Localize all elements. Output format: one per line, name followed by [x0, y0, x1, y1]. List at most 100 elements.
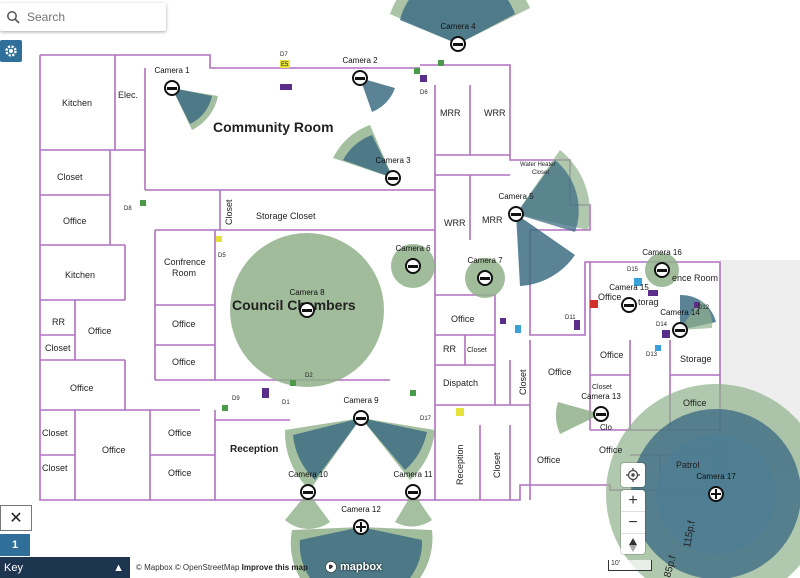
room-office-6: Office [172, 357, 195, 367]
camera-1-label: Camera 1 [154, 66, 190, 75]
room-storage: Storage [680, 354, 712, 364]
room-elec: Elec. [118, 90, 138, 100]
locate-button[interactable] [621, 463, 645, 487]
camera-3-icon[interactable] [385, 170, 401, 186]
room-water-heater: Water Heater [520, 162, 555, 168]
camera-14-icon[interactable] [672, 322, 688, 338]
locate-icon [626, 468, 640, 482]
room-conference-right: ence Room [672, 273, 718, 283]
marker-d9: D9 [232, 396, 240, 402]
marker-d8: D8 [124, 206, 132, 212]
key-label: Key [4, 561, 23, 574]
zoom-in-button[interactable]: + [621, 490, 645, 512]
search-icon [7, 11, 20, 24]
camera-5-icon[interactable] [508, 206, 524, 222]
room-office-7: Office [168, 428, 191, 438]
room-closet-3: Closet [42, 428, 68, 438]
room-mrr-2: MRR [482, 215, 503, 225]
camera-10-icon[interactable] [300, 484, 316, 500]
osm-attribution-link[interactable]: © OpenStreetMap [174, 563, 240, 572]
camera-16-icon[interactable] [654, 262, 670, 278]
room-office-14: Office [683, 398, 706, 408]
marker-d14: D14 [656, 322, 668, 328]
room-reception: Reception [230, 444, 278, 455]
room-closet-6: Closet [518, 369, 528, 395]
compass-icon [629, 537, 637, 552]
marker-d1: D1 [282, 400, 290, 406]
room-closet-5: Closet [467, 347, 487, 354]
camera-6-icon[interactable] [405, 258, 421, 274]
camera-9-label: Camera 9 [343, 396, 379, 405]
chevron-up-icon: ▲ [113, 561, 124, 574]
camera-11-icon[interactable] [405, 484, 421, 500]
camera-13-coverage [555, 402, 601, 434]
marker-d6: D6 [420, 90, 428, 96]
room-office-5: Office [172, 319, 195, 329]
compass-button[interactable] [621, 534, 645, 555]
camera-2-label: Camera 2 [342, 56, 378, 65]
device-markers [140, 60, 700, 416]
camera-12-label: Camera 12 [341, 505, 381, 514]
room-dispatch: Dispatch [443, 378, 478, 388]
gear-icon [5, 45, 17, 57]
mapbox-logo[interactable]: mapbox [325, 561, 382, 573]
room-office-15: Office [598, 292, 621, 302]
zoom-out-button[interactable]: − [621, 512, 645, 534]
room-wrr-2: WRR [444, 218, 466, 228]
marker-d17: D17 [420, 416, 432, 422]
key-panel-toggle[interactable]: Key ▲ [0, 557, 130, 578]
room-closet-8: Closet [592, 384, 612, 391]
mapbox-logo-text: mapbox [340, 561, 383, 573]
room-office-3: Office [70, 383, 93, 393]
camera-11-label: Camera 11 [393, 470, 433, 479]
map-attribution: © Mapbox © OpenStreetMap Improve this ma… [136, 563, 308, 572]
settings-button[interactable] [0, 40, 22, 62]
mapbox-logo-icon [325, 561, 337, 573]
search-box[interactable] [0, 3, 166, 31]
room-reception-2: Reception [455, 444, 465, 485]
room-community: Community Room [213, 119, 334, 135]
marker-d11: D11 [565, 315, 576, 321]
room-closet: Closet [57, 172, 83, 182]
camera-4-icon[interactable] [450, 36, 466, 52]
marker-d12: D12 [698, 305, 710, 311]
camera-4-label: Camera 4 [440, 22, 476, 31]
scale-label: 10' [611, 560, 621, 567]
camera-7-icon[interactable] [477, 270, 493, 286]
camera-14-label: Camera 14 [660, 308, 700, 317]
room-kitchen: Kitchen [62, 98, 92, 108]
room-closet-4: Closet [42, 463, 68, 473]
marker-d5: D5 [218, 253, 226, 259]
marker-d13: D13 [646, 352, 658, 358]
camera-9-icon[interactable] [353, 410, 369, 426]
camera-15-icon[interactable] [621, 297, 637, 313]
room-rr: RR [52, 317, 65, 327]
camera-7-label: Camera 7 [467, 256, 503, 265]
room-closet-2: Closet [45, 343, 71, 353]
camera-13-icon[interactable] [593, 406, 609, 422]
room-office-10: Office [548, 367, 571, 377]
mapbox-attribution-link[interactable]: © Mapbox [136, 563, 173, 572]
page-button[interactable]: 1 [0, 534, 30, 556]
room-mrr: MRR [440, 108, 461, 118]
room-storage-closet: Storage Closet [256, 211, 316, 221]
camera-17-icon[interactable] [708, 486, 724, 502]
camera-15-label: Camera 15 [609, 283, 649, 292]
camera-1-icon[interactable] [164, 80, 180, 96]
room-office-13: Office [599, 445, 622, 455]
camera-6-label: Camera 6 [395, 244, 431, 253]
search-input[interactable] [25, 9, 159, 25]
camera-8-icon[interactable] [299, 302, 315, 318]
measurement-115: 115p.f [682, 520, 698, 549]
close-button[interactable]: ✕ [0, 505, 32, 531]
improve-map-link[interactable]: Improve this map [241, 563, 308, 572]
room-council-chambers: Council Chambers [232, 297, 356, 313]
camera-2-icon[interactable] [352, 70, 368, 86]
room-conference: Confrence [164, 257, 206, 267]
marker-e5: E5 [281, 62, 289, 68]
marker-d15: D15 [627, 267, 639, 273]
measurement-85: 85p.f [662, 554, 678, 578]
camera-12-icon[interactable] [353, 519, 369, 535]
zoom-control: + − [621, 490, 645, 554]
